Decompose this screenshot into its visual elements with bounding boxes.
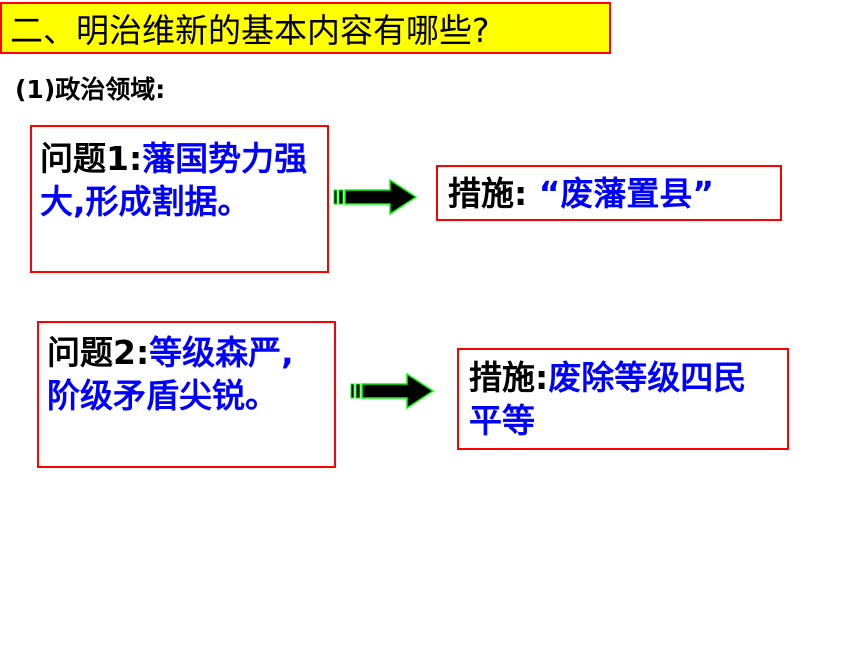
problem-label-1: 问题1: [40, 139, 143, 178]
section-heading: (1)政治领域: [15, 75, 166, 104]
measure-label-2: 措施: [469, 358, 549, 397]
arrow-right-icon [333, 178, 418, 216]
arrow-right-icon [350, 372, 435, 410]
measure-text-2: 废除等级四民平等 [469, 358, 747, 440]
problem-text-1: 藩国势力强大,形成割据。 [40, 139, 308, 221]
problem-text-2: 等级森严,阶级矛盾尖锐。 [47, 333, 294, 415]
slide-title-text: 二、明治维新的基本内容有哪些? [10, 11, 490, 50]
measure-label-1: 措施: [448, 174, 528, 213]
problem-box-2: 问题2:等级森严,阶级矛盾尖锐。 [37, 321, 336, 468]
measure-box-1: 措施: “废藩置县” [436, 165, 782, 221]
problem-box-1: 问题1:藩国势力强大,形成割据。 [30, 125, 329, 273]
measure-box-2: 措施:废除等级四民平等 [457, 348, 789, 450]
problem-label-2: 问题2: [47, 333, 150, 372]
measure-text-1: “废藩置县” [527, 174, 715, 213]
slide-title: 二、明治维新的基本内容有哪些? [0, 2, 611, 54]
